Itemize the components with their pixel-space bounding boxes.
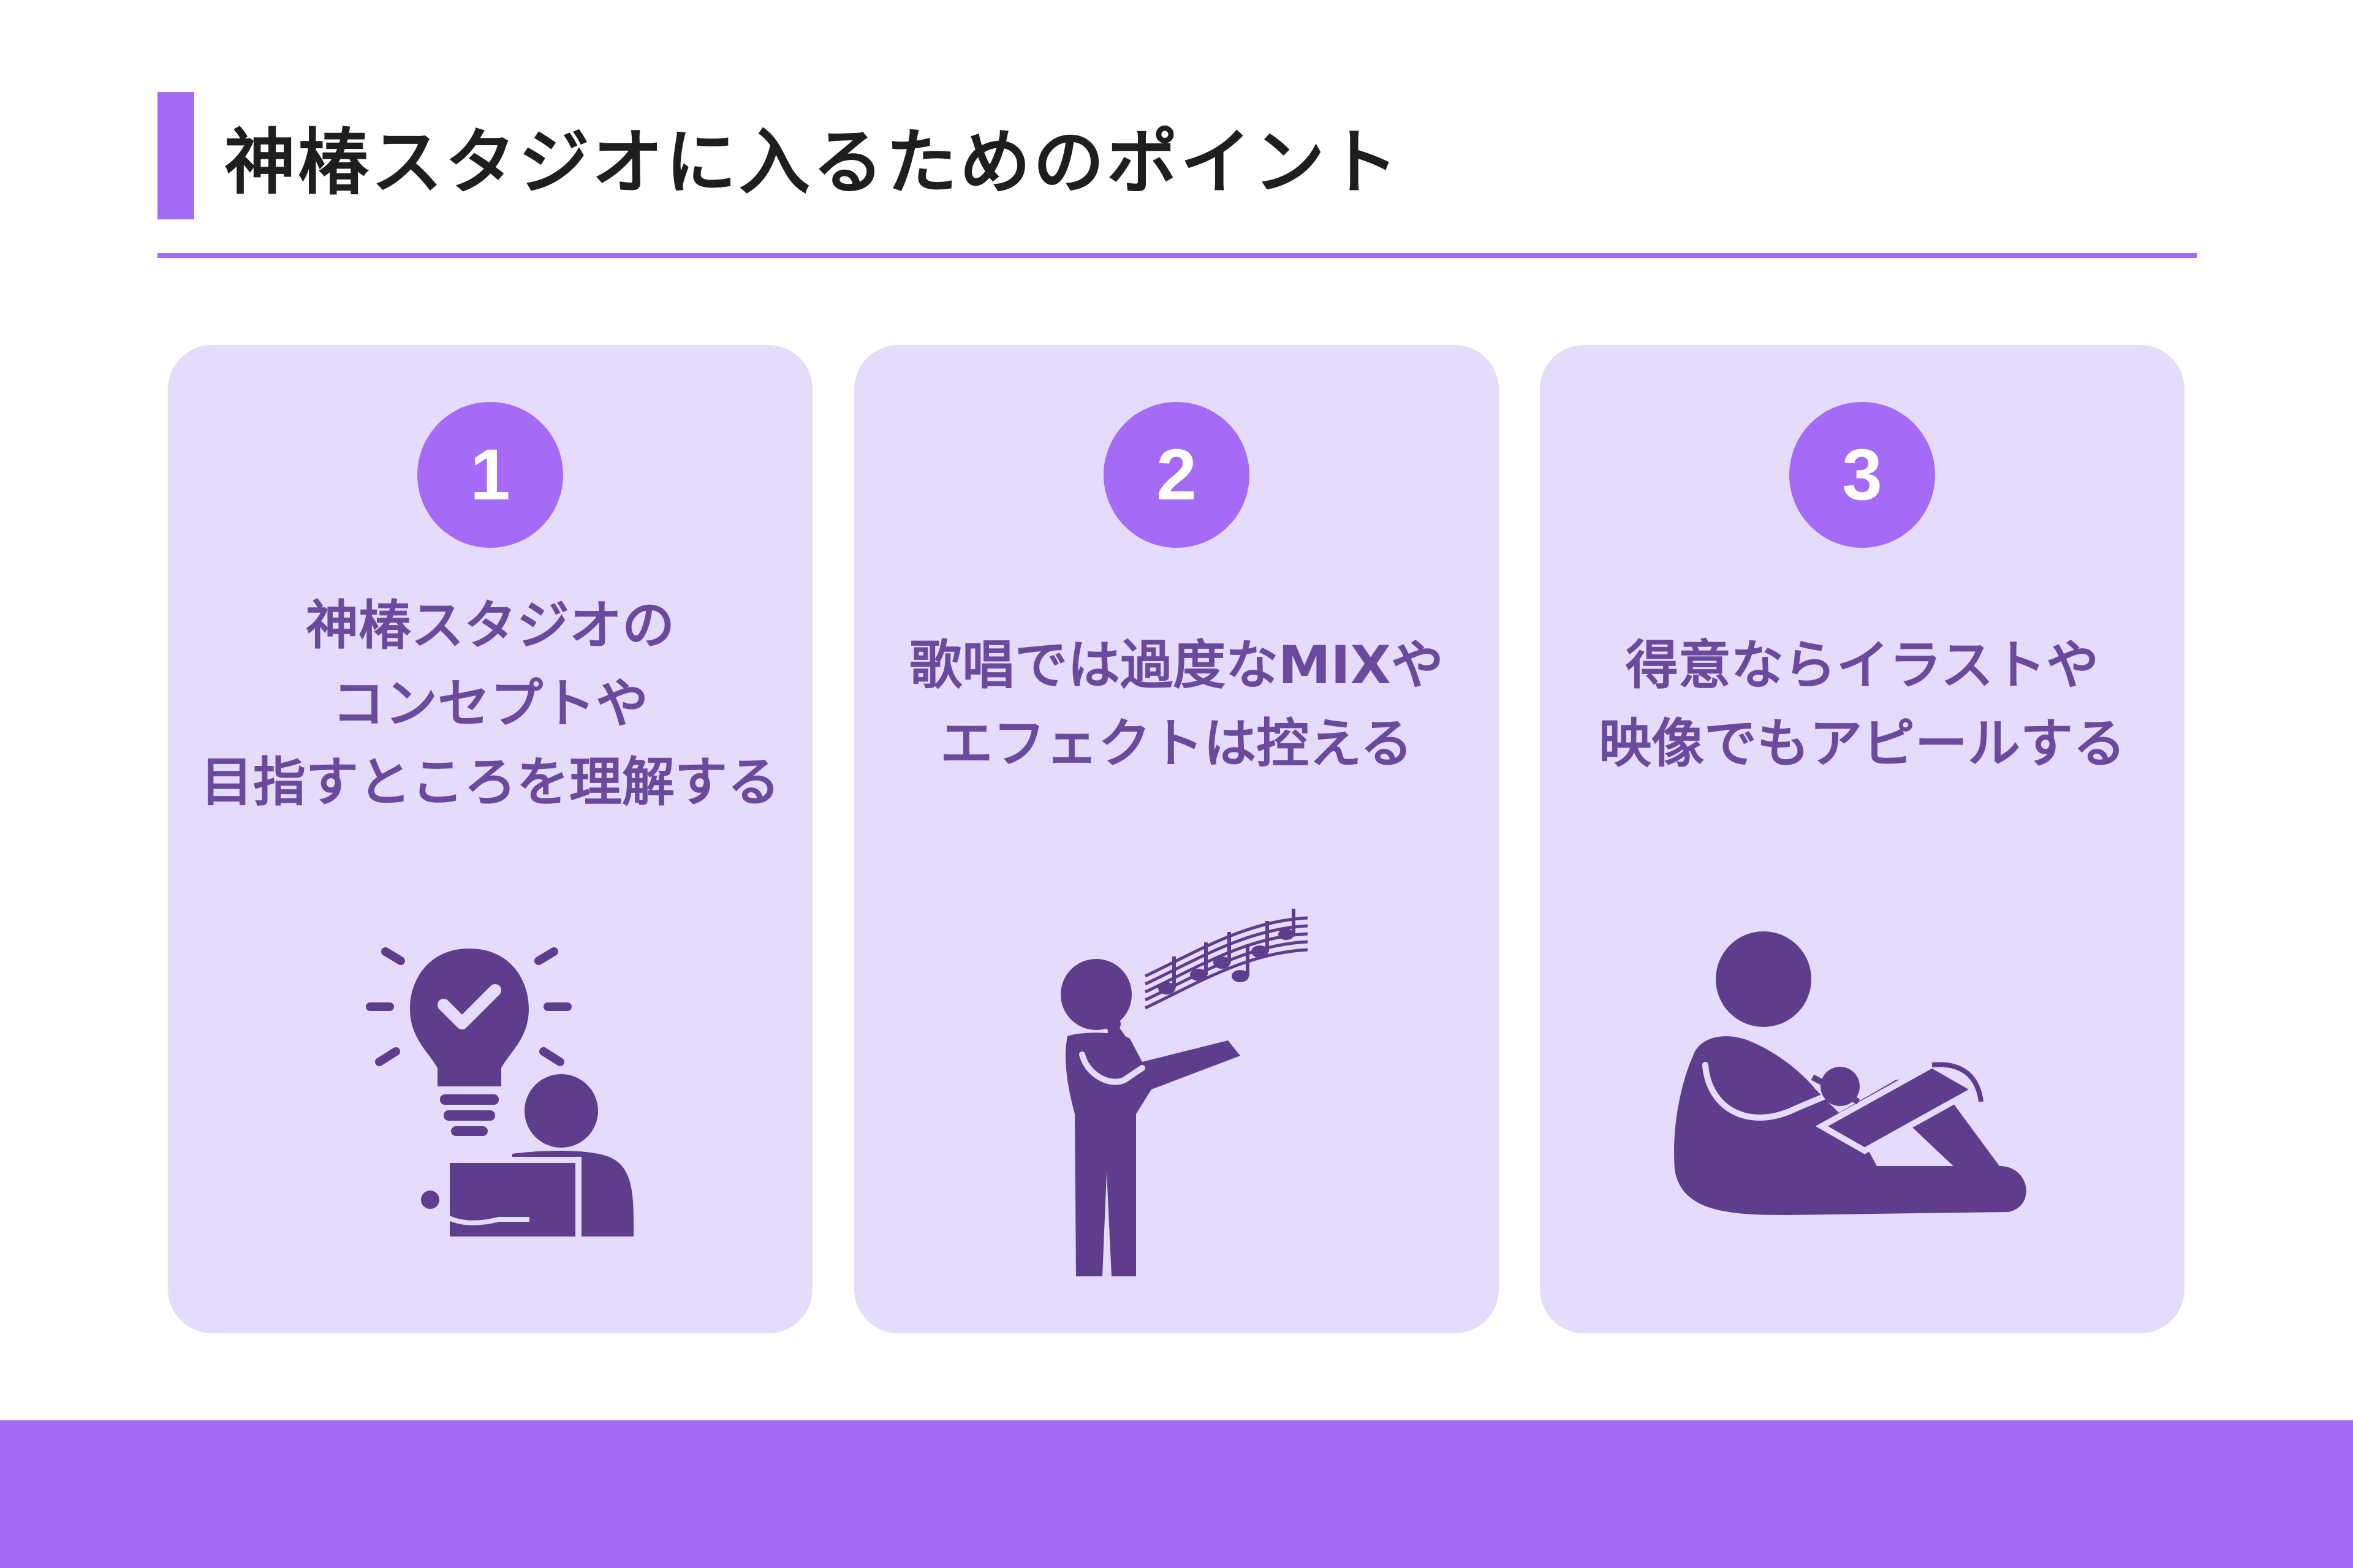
point-text-1: 神椿スタジオの コンセプトや 目指すところを理解する <box>107 586 874 822</box>
number-badge-3: 3 <box>1789 402 1935 548</box>
point-text-line: コンセプトや <box>332 673 648 735</box>
point-text-2: 歌唱では過度なMIXや エフェクトは控える <box>793 626 1560 783</box>
point-text-line: 歌唱では過度なMIXや <box>909 635 1444 696</box>
lightbulb-person-reading-icon <box>366 947 634 1237</box>
point-card-1: 1 神椿スタジオの コンセプトや 目指すところを理解する <box>168 345 813 1333</box>
point-card-3: 3 得意ならイラストや 映像でもアピールする <box>1540 345 2184 1333</box>
point-text-line: 神椿スタジオの <box>306 595 675 656</box>
point-card-2: 2 歌唱では過度なMIXや エフェクトは控える <box>854 345 1499 1333</box>
footer-band <box>0 1420 2353 1568</box>
point-text-line: エフェクトは控える <box>940 713 1413 775</box>
point-text-line: 得意ならイラストや <box>1625 635 2099 696</box>
number-badge-1: 1 <box>417 402 563 548</box>
number-badge-2: 2 <box>1104 402 1249 548</box>
point-text-line: 目指すところを理解する <box>200 752 780 813</box>
title-accent-bar <box>157 92 194 219</box>
page-title: 神椿スタジオに入るためのポイント <box>224 121 1401 204</box>
point-text-3: 得意ならイラストや 映像でもアピールする <box>1479 626 2246 783</box>
person-singing-icon <box>1061 909 1308 1276</box>
point-text-line: 映像でもアピールする <box>1599 713 2126 775</box>
title-divider <box>157 253 2197 258</box>
person-drawing-icon <box>1674 931 2026 1215</box>
